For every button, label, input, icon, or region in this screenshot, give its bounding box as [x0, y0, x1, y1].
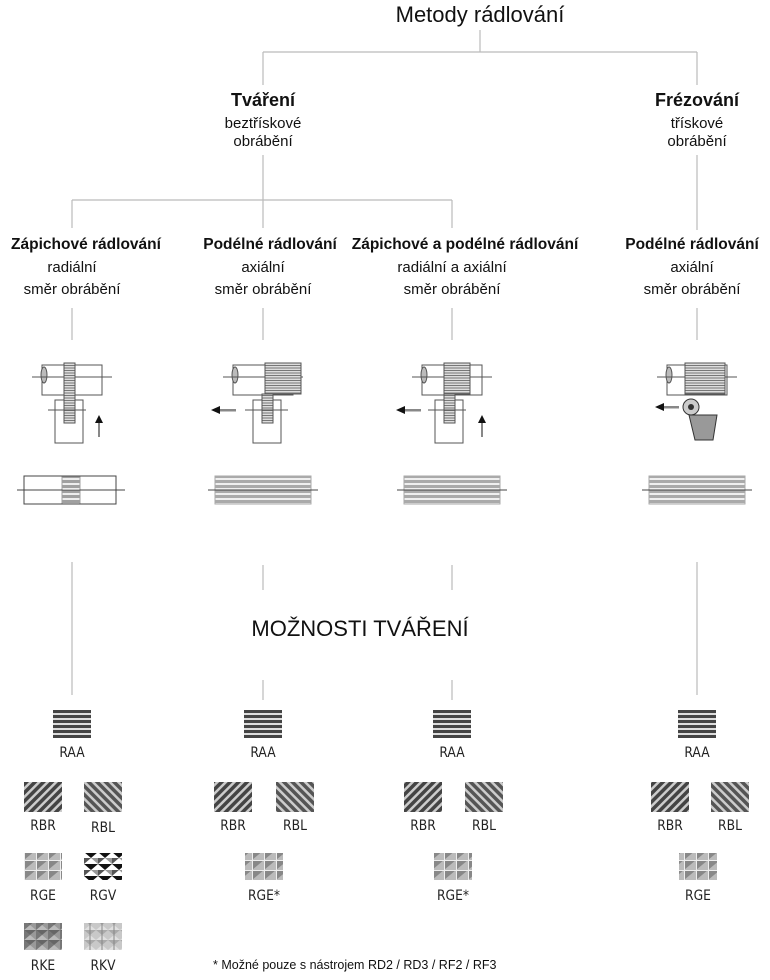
rge-swatch — [245, 853, 283, 880]
raa-swatch — [433, 710, 471, 738]
branch-forming-sub2: obrábění — [233, 133, 293, 150]
pattern-label: RKV — [90, 958, 116, 974]
section-title: MOŽNOSTI TVÁŘENÍ — [251, 616, 469, 641]
raa-swatch — [678, 710, 716, 738]
column-4-line1: axiální — [670, 259, 714, 276]
column-2-line2: směr obrábění — [214, 281, 312, 298]
footnote: * Možné pouze s nástrojem RD2 / RD3 / RF… — [213, 958, 497, 972]
branch-milling-sub2: obrábění — [667, 133, 727, 150]
rke-swatch — [24, 923, 62, 950]
pattern-label: RAA — [684, 745, 710, 761]
pattern-label: RGV — [89, 888, 117, 904]
pattern-label: RBL — [472, 818, 496, 834]
branch-forming-title: Tváření — [230, 90, 296, 110]
pattern-label: RBL — [91, 820, 115, 836]
pattern-label: RKE — [30, 958, 56, 974]
pattern-label: RBL — [718, 818, 742, 834]
raa-swatch — [53, 710, 91, 738]
rbr-swatch — [24, 782, 62, 812]
radial-result-bar — [17, 475, 125, 505]
column-4-title: Podélné rádlování — [625, 236, 759, 253]
pattern-label: RGE* — [247, 888, 281, 904]
rbr-swatch — [404, 782, 442, 812]
axial-result-bar-2 — [208, 475, 318, 505]
pattern-label: RBL — [283, 818, 307, 834]
raa-swatch — [244, 710, 282, 738]
column-1-line1: radiální — [47, 259, 97, 276]
pattern-label: RBR — [657, 818, 683, 834]
pattern-label: RBR — [220, 818, 246, 834]
pattern-label: RGE — [685, 888, 711, 904]
column-4-line2: směr obrábění — [643, 281, 741, 298]
column-1-title: Zápichové rádlování — [11, 236, 161, 253]
pattern-label: RBR — [410, 818, 436, 834]
pattern-label: RAA — [59, 745, 85, 761]
rkv-swatch — [84, 923, 122, 950]
diagram-title: Metody rádlování — [395, 2, 565, 27]
rbr-swatch — [214, 782, 252, 812]
axial-knurling-illustration — [211, 362, 303, 444]
pattern-swatches — [24, 710, 749, 950]
rbl-swatch — [276, 782, 314, 812]
pattern-label: RGE — [30, 888, 56, 904]
column-3-title: Zápichové a podélné rádlování — [351, 236, 579, 253]
rgv-swatch — [84, 853, 122, 880]
column-2-line1: axiální — [241, 259, 285, 276]
radial-axial-knurling-illustration — [396, 362, 492, 444]
pattern-label: RBR — [30, 818, 56, 834]
branch-milling-title: Frézování — [654, 90, 740, 110]
rge-swatch — [679, 853, 717, 880]
rge-swatch — [24, 853, 62, 880]
pattern-label: RAA — [439, 745, 465, 761]
column-2-title: Podélné rádlování — [203, 236, 337, 253]
rbl-swatch — [84, 782, 122, 812]
connector-lines — [71, 30, 698, 700]
rbl-swatch — [465, 782, 503, 812]
rbl-swatch — [711, 782, 749, 812]
radial-knurling-illustration — [32, 362, 112, 444]
rbr-swatch — [651, 782, 689, 812]
branch-milling-sub1: třískové — [670, 115, 724, 132]
column-3-line1: radiální a axiální — [397, 259, 507, 276]
pattern-label: RGE* — [436, 888, 470, 904]
rge-swatch — [434, 853, 472, 880]
column-1-line2: směr obrábění — [23, 281, 121, 298]
pattern-label: RAA — [250, 745, 276, 761]
axial-result-bar-4 — [642, 475, 752, 505]
branch-forming-sub1: beztřískové — [224, 115, 302, 132]
axial-result-bar-3 — [397, 475, 507, 505]
milling-knurling-illustration — [655, 362, 737, 441]
column-3-line2: směr obrábění — [403, 281, 501, 298]
